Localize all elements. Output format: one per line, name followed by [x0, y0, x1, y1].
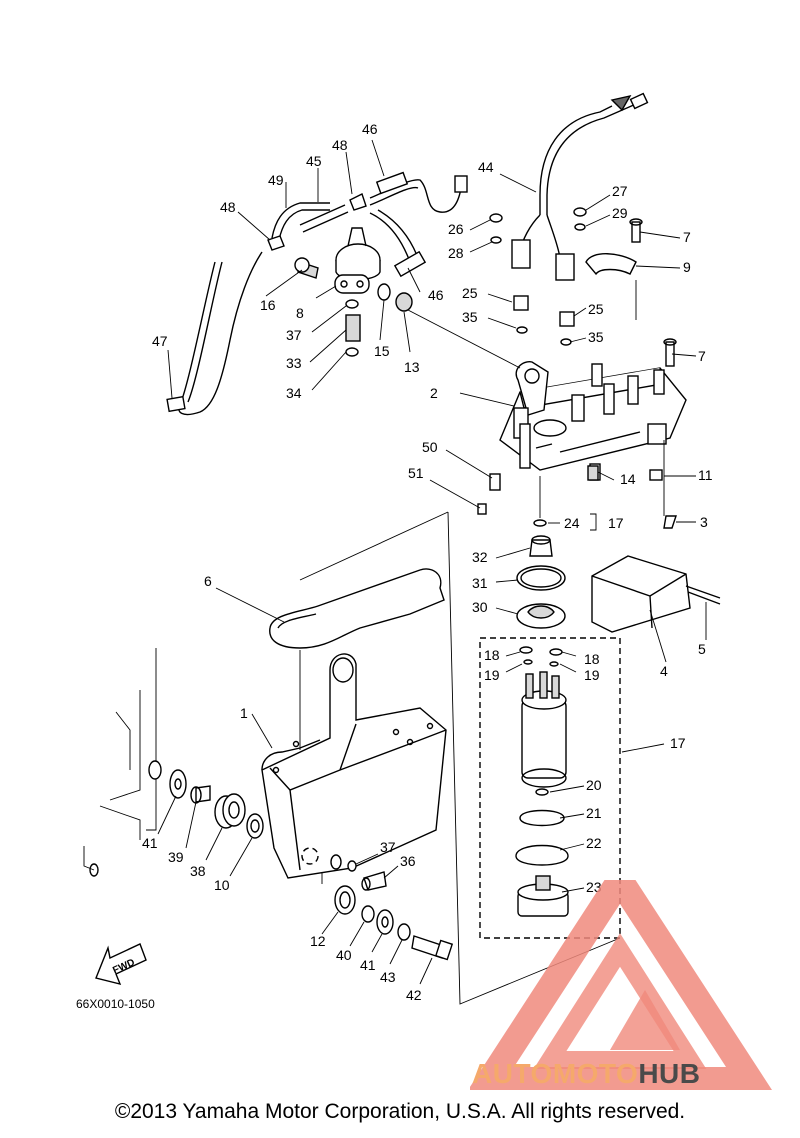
callout-46: 46 [362, 121, 378, 137]
pressure-regulator [294, 227, 413, 357]
callout-51: 51 [408, 465, 424, 481]
callout-25: 25 [462, 285, 478, 301]
callout-labels: 46 48 45 49 48 44 26 28 27 29 7 9 16 8 4… [76, 121, 713, 1011]
callout-26: 26 [448, 221, 464, 237]
callout-31: 31 [472, 575, 488, 591]
leader-lines [157, 139, 707, 1005]
copyright-notice: ©2013 Yamaha Motor Corporation, U.S.A. A… [114, 1100, 686, 1123]
callout-39: 39 [168, 849, 184, 865]
callout-37: 37 [380, 839, 396, 855]
callout-16: 16 [260, 297, 276, 313]
callout-29: 29 [612, 205, 628, 221]
callout-35: 35 [588, 329, 604, 345]
callout-48: 48 [220, 199, 236, 215]
callout-50: 50 [422, 439, 438, 455]
callout-17: 17 [670, 735, 686, 751]
watermark-part1: AUTOMOTO [472, 1058, 639, 1089]
callout-19: 19 [484, 667, 500, 683]
callout-33: 33 [286, 355, 302, 371]
gasket [269, 568, 445, 649]
callout-42: 42 [406, 987, 422, 1003]
callout-6: 6 [204, 573, 212, 589]
callout-36: 36 [400, 853, 416, 869]
callout-9: 9 [683, 259, 691, 275]
callout-32: 32 [472, 549, 488, 565]
callout-19: 19 [584, 667, 600, 683]
callout-1: 1 [240, 705, 248, 721]
callout-25: 25 [588, 301, 604, 317]
callout-45: 45 [306, 153, 322, 169]
small-fasteners [477, 207, 677, 529]
callout-11: 11 [698, 467, 713, 483]
callout-22: 22 [586, 835, 602, 851]
callout-18: 18 [484, 647, 500, 663]
callout-10: 10 [214, 877, 230, 893]
callout-30: 30 [472, 599, 488, 615]
electronic-module [591, 555, 721, 633]
callout-46: 46 [428, 287, 444, 303]
callout-13: 13 [404, 359, 420, 375]
callout-4: 4 [660, 663, 668, 679]
filter-and-seal-stack [516, 535, 566, 629]
callout-41: 41 [142, 835, 158, 851]
callout-40: 40 [336, 947, 352, 963]
callout-44: 44 [478, 159, 494, 175]
callout-37: 37 [286, 327, 302, 343]
callout-34: 34 [286, 385, 302, 401]
lower-fittings [169, 769, 454, 961]
callout-28: 28 [448, 245, 464, 261]
fuel-pump-assembly [479, 637, 621, 939]
callout-48: 48 [332, 137, 348, 153]
callout-49: 49 [268, 172, 284, 188]
callout-17: 17 [608, 515, 624, 531]
reference-code: 66X0010-1050 [76, 997, 155, 1011]
callout-20: 20 [586, 777, 602, 793]
callout-15: 15 [374, 343, 390, 359]
callout-7: 7 [683, 229, 691, 245]
callout-8: 8 [296, 305, 304, 321]
wire-harness [519, 92, 649, 259]
callout-24: 24 [564, 515, 580, 531]
callout-27: 27 [612, 183, 628, 199]
callout-18: 18 [584, 651, 600, 667]
callout-12: 12 [310, 933, 326, 949]
fuel-hoses [166, 171, 468, 416]
watermark-part2: HUB [638, 1058, 701, 1089]
watermark-text: AUTOMOTOHUB [472, 1058, 700, 1090]
float-chamber [261, 653, 447, 879]
callout-2: 2 [430, 385, 438, 401]
callout-43: 43 [380, 969, 396, 985]
fwd-arrow-icon: FWD [95, 943, 147, 986]
engine-outline [83, 648, 162, 877]
callout-38: 38 [190, 863, 206, 879]
callout-41: 41 [360, 957, 376, 973]
callout-3: 3 [700, 514, 708, 530]
callout-5: 5 [698, 641, 706, 657]
callout-7: 7 [698, 348, 706, 364]
callout-14: 14 [620, 471, 636, 487]
callout-47: 47 [152, 333, 168, 349]
callout-21: 21 [586, 805, 602, 821]
callout-35: 35 [462, 309, 478, 325]
automotohub-logo-icon [470, 880, 773, 1090]
fuel-pump-upper-body [499, 361, 687, 481]
